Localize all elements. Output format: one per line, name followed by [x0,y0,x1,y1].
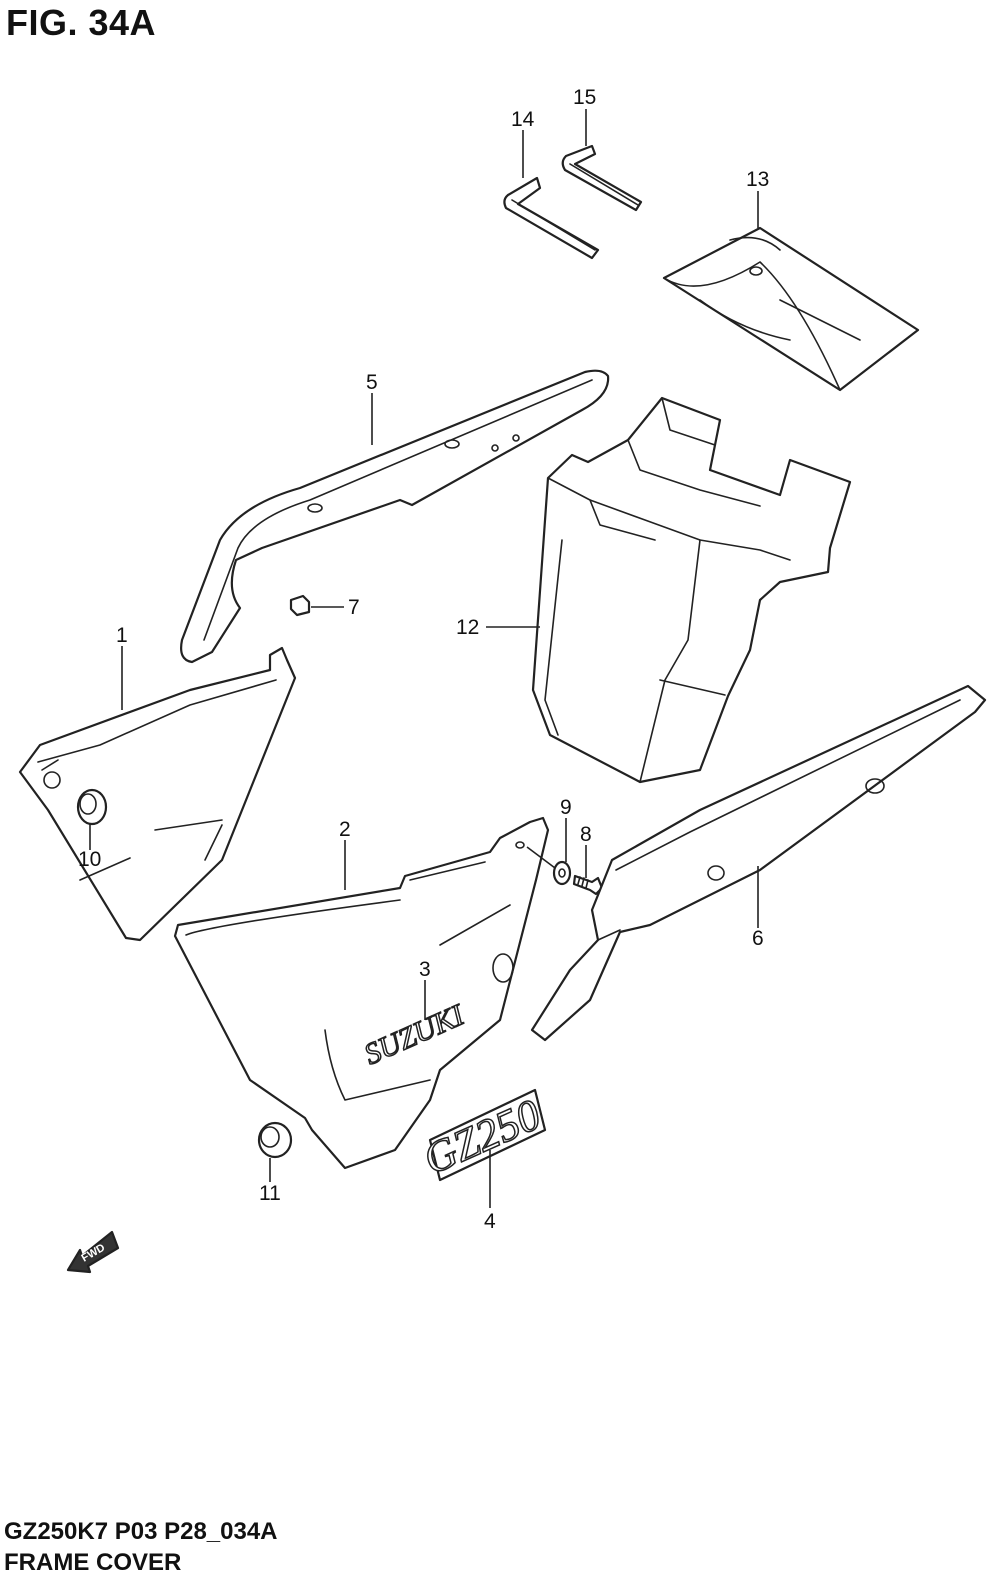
callout-1: 1 [116,624,128,647]
part-5-frame-cover-rail[interactable] [180,369,610,664]
part-15-hex-wrench[interactable] [561,144,643,212]
callout-11: 11 [259,1182,281,1205]
callout-13: 13 [746,168,769,191]
part-9-washer[interactable] [552,860,572,886]
callout-12: 12 [456,616,479,639]
part-10-grommet[interactable] [76,788,108,826]
model-code: GZ250K7 P03 P28_034A [4,1518,278,1545]
section-name: FRAME COVER [4,1549,182,1576]
figure-title: FIG. 34A [6,2,157,43]
leader-lines [89,109,759,1208]
callout-labels: 15 14 13 5 7 12 1 10 2 9 8 6 3 11 4 [78,86,769,1233]
part-14-hex-wrench[interactable] [503,176,600,260]
part-8-screw[interactable] [572,874,604,896]
callout-2: 2 [339,818,351,841]
callout-6: 6 [752,927,764,950]
fwd-direction-arrow: FWD [66,1230,120,1274]
part-4-emblem[interactable]: GZ250 [415,1089,548,1185]
part-1-left-side-cover[interactable] [18,646,297,942]
callout-3: 3 [419,958,431,981]
callout-14: 14 [511,108,535,131]
callout-7: 7 [348,596,360,619]
callout-10: 10 [78,848,101,871]
part-2-right-side-cover[interactable]: SUZUKI [173,816,550,1170]
part-11-grommet[interactable] [257,1121,293,1159]
callout-4: 4 [484,1210,496,1233]
callout-9: 9 [560,796,572,819]
callout-5: 5 [366,371,378,394]
callout-15: 15 [573,86,596,109]
part-12-rear-inner-box[interactable] [531,396,852,784]
gz250-emblem-text: GZ250 [416,1090,548,1184]
part-6-lower-frame-cover[interactable] [530,684,987,1042]
part-7-clip[interactable] [289,594,311,617]
part-13-tool-bag[interactable] [662,226,920,392]
callout-8: 8 [580,823,592,846]
